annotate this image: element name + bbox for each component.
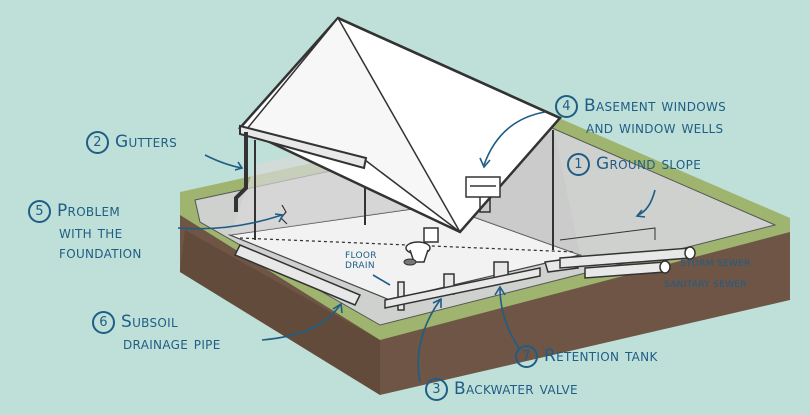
callout-arrows [177,111,656,383]
label-gutters: 2 Gutters [86,131,177,154]
label-ground-slope: 1 Ground slope [567,153,701,176]
callout-number: 1 [567,153,590,176]
label-text: Gutters [115,132,178,152]
label-text: Ground slope [596,154,702,174]
label-storm-sewer: Storm sewer [680,259,751,269]
label-backwater-valve: 3 Backwater valve [425,378,578,401]
label-text: Retention tank [544,346,658,366]
label-foundation-problem: 5 Problem with the foundation [28,200,142,263]
label-basement-windows: 4 Basement windows and window wells [555,95,726,138]
label-text-line2: drainage pipe [123,334,221,354]
label-text-line2: and window wells [586,118,724,138]
gutter [234,124,368,212]
label-text: Basement windows [584,96,727,116]
callout-number: 2 [86,131,109,154]
floor-drain-line1: Floor [345,251,377,261]
plumbing [384,261,541,311]
basement-window [465,176,501,213]
label-retention-tank: 7 Retention tank [515,345,658,368]
label-sanitary-sewer: Sanitary sewer [664,280,747,290]
label-text-line3: foundation [59,243,142,263]
label-text-line2: with the [59,223,123,243]
callout-number: 5 [28,200,51,223]
label-text: Backwater valve [454,379,578,399]
sewer-pipes [559,227,696,279]
toilet [405,227,439,263]
callout-number: 7 [515,345,538,368]
label-subsoil-pipe: 6 Subsoil drainage pipe [92,311,221,354]
label-text: Problem [57,201,120,221]
label-text: Subsoil [121,312,178,332]
floor-drain-grate [403,258,417,266]
floor-drain-line2: drain [345,261,375,271]
label-floor-drain: Floor drain [345,251,377,271]
callout-number: 6 [92,311,115,334]
callout-number: 3 [425,378,448,401]
callout-number: 4 [555,95,578,118]
